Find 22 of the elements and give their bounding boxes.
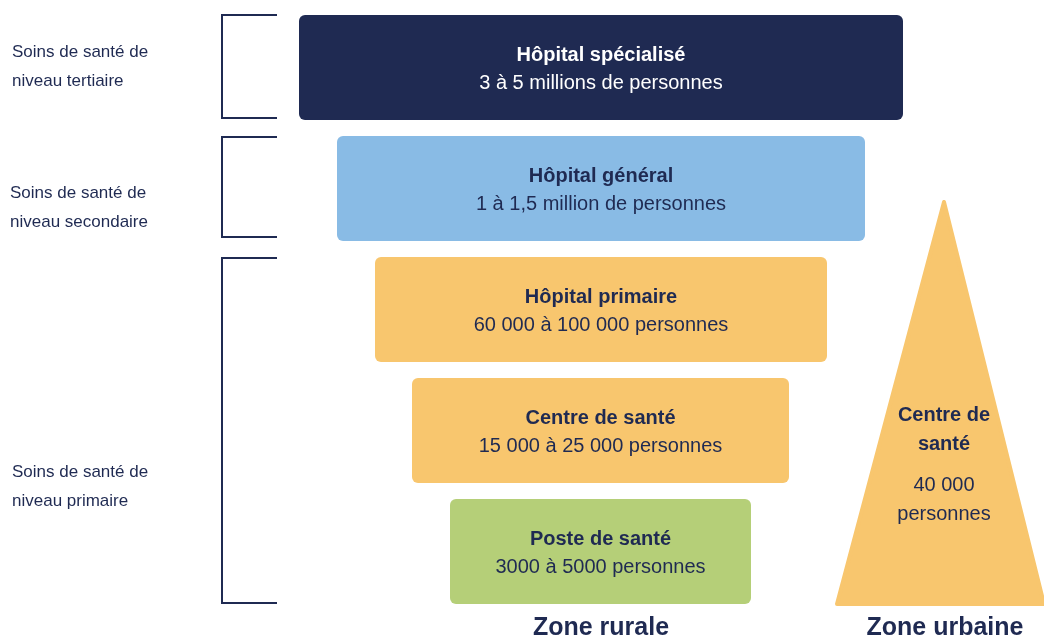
level-label: Soins de santé de niveau tertiaire (12, 41, 150, 92)
level-box (450, 499, 751, 604)
population-text: 60 000 à 100 000 personnes (473, 311, 729, 337)
population-text: 1 à 1,5 million de personnes (475, 190, 727, 216)
level-box (375, 257, 827, 362)
triangle-title: Centre de santé (896, 402, 992, 456)
population-text: 3 à 5 millions de personnes (479, 69, 723, 95)
box-title: Hôpital spécialisé (516, 41, 686, 67)
population-text: 3000 à 5000 personnes (495, 553, 706, 579)
box-title: Centre de santé (525, 404, 676, 430)
zone-label: Zone urbaine (865, 612, 1025, 641)
level-label: Soins de santé de niveau primaire (12, 461, 150, 512)
level-box (337, 136, 865, 241)
level-label: Soins de santé de niveau secondaire (10, 182, 149, 233)
box-title: Hôpital général (528, 162, 674, 188)
box-title: Poste de santé (529, 525, 672, 551)
box-title: Hôpital primaire (524, 283, 678, 309)
population-text: 15 000 à 25 000 personnes (478, 432, 723, 458)
level-box (299, 15, 903, 120)
level-box (412, 378, 789, 483)
population-text: 40 000 personnes (896, 472, 992, 526)
zone-label: Zone rurale (531, 612, 671, 641)
